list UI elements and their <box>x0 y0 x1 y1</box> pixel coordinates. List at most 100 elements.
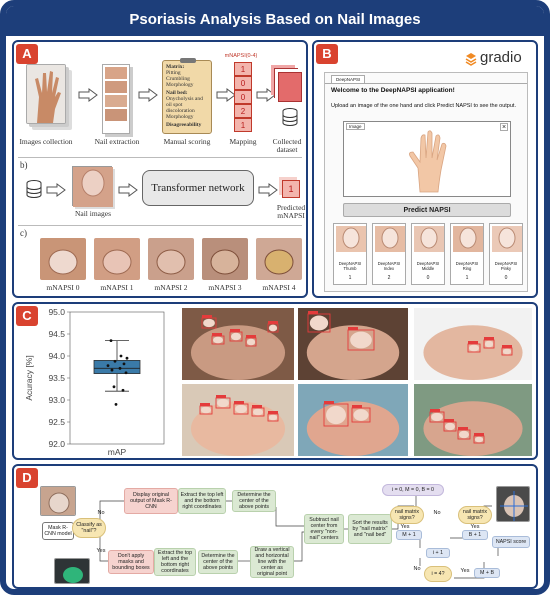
step-collected-dataset: Collected dataset <box>272 137 302 154</box>
determine-center-box-2: Determine the center of the above points <box>198 550 238 574</box>
nail-crosshair-photo <box>496 486 530 522</box>
i-check-decision: i = 4? <box>424 566 452 582</box>
finger-results: DeepNAPSI Thumb 1 DeepNAPSI Index 2 DeepNAPS… <box>331 223 523 287</box>
extract-coordinates-box-2: Extract the top left and the bottom righ… <box>154 548 196 576</box>
y-tick-label: 93.5 <box>48 373 65 383</box>
matrix-title: Matrix: <box>166 64 185 70</box>
close-icon[interactable]: × <box>500 123 508 131</box>
classify-yes-label: Yes <box>96 548 106 554</box>
y-tick-label: 94.5 <box>48 329 65 339</box>
finger-photo <box>336 226 366 252</box>
y-axis-label: Acuracy [%] <box>24 355 34 400</box>
i-check-yes-label: Yes <box>460 568 470 574</box>
matrix-item: Morphology <box>166 82 194 88</box>
data-point <box>122 362 126 366</box>
display-output-box: Display original output of Mask R-CNN <box>124 488 178 514</box>
dont-apply-box: Don't apply masks and bounding boxes <box>108 550 154 574</box>
step-images-collection: Images collection <box>19 137 73 146</box>
b-increment-box: B + 1 <box>462 530 488 540</box>
nail-input-photo <box>40 486 76 516</box>
napsi-cell: 1 <box>234 118 252 132</box>
mask-rcnn-box: Mask R-CNN model <box>42 522 74 540</box>
nail-sample-2 <box>148 238 194 280</box>
matrix-no-label: No <box>433 510 441 516</box>
m-increment-box: M + 1 <box>396 530 422 540</box>
step-mapping: Mapping <box>229 137 257 146</box>
hand-photo <box>27 65 65 123</box>
hand-illustration <box>409 130 447 193</box>
finger-score: 0 <box>426 275 430 281</box>
nail-image-stack <box>72 166 113 207</box>
finger-photo <box>492 226 522 252</box>
mnapsi-label-3: mNAPSI 3 <box>208 283 242 292</box>
data-point <box>112 385 116 389</box>
determine-center-box-1: Determine the center of the above points <box>232 490 276 512</box>
nailbed-title: Nail bed: <box>166 90 188 96</box>
extract-coordinates-box-1: Extract the top left and the bottom righ… <box>178 488 226 514</box>
nail-mask-photo <box>54 558 90 584</box>
predict-napsi-button[interactable]: Predict NAPSI <box>343 203 511 217</box>
panel-d-badge: D <box>16 468 38 488</box>
subtract-center-box: Subtract nail center from every "non-nai… <box>304 514 344 544</box>
mapping-column: 1 0 0 2 1 <box>234 62 252 132</box>
napsi-cell: 0 <box>234 90 252 104</box>
i-increment-box: i + 1 <box>426 548 450 558</box>
tab-deepnapsi[interactable]: DeepNAPSI <box>331 75 366 83</box>
database-icon <box>282 108 298 126</box>
detection-photo <box>414 384 532 456</box>
finger-score: 0 <box>504 275 508 281</box>
step-nail-extraction: Nail extraction <box>94 137 140 146</box>
classify-nail-decision: Classify as "nail"? <box>72 518 106 538</box>
image-label: Image <box>346 123 365 130</box>
nail-sample-0 <box>40 238 86 280</box>
arrow-icon <box>46 183 66 197</box>
detection-photo <box>182 384 294 456</box>
detection-photo <box>298 308 408 380</box>
finger-name: DeepNAPSI Thumb <box>338 261 362 271</box>
mnapsi-label-0: mNAPSI 0 <box>46 283 80 292</box>
finger-name: DeepNAPSI Index <box>377 261 401 271</box>
arrow-icon <box>256 88 276 102</box>
arrow-icon <box>216 88 236 102</box>
figure-title: Psoriasis Analysis Based on Nail Images <box>6 6 544 36</box>
data-point <box>113 359 117 363</box>
nail-extraction-stack <box>102 64 130 134</box>
nail-images-label: Nail images <box>74 209 112 218</box>
finger-score: 2 <box>387 275 391 281</box>
napsi-header: mNAPSI(0-4) <box>224 53 258 59</box>
predicted-napsi-label: Predicted mNAPSI <box>276 203 306 220</box>
database-icon <box>26 180 42 198</box>
data-point <box>118 366 122 370</box>
panel-a-badge: A <box>16 44 38 64</box>
y-tick-label: 95.0 <box>48 307 65 317</box>
m-plus-b-box: M + B <box>474 568 500 578</box>
sort-results-box: Sort the results by "nail matrix" and "n… <box>348 514 392 544</box>
arrow-icon <box>118 183 138 197</box>
y-tick-label: 92.0 <box>48 439 65 449</box>
image-upload-area[interactable]: Image × <box>343 121 511 197</box>
panel-a: A Images collection Nail extraction Matr… <box>12 40 308 298</box>
finger-name: DeepNAPSI Middle <box>416 261 440 271</box>
matrix-item: Crumbling <box>166 76 190 82</box>
matrix-item: Pitting <box>166 70 181 76</box>
data-point <box>119 354 123 358</box>
mnapsi-label-2: mNAPSI 2 <box>154 283 188 292</box>
data-point <box>121 388 125 392</box>
finger-photo <box>375 226 405 252</box>
classify-no-label: No <box>97 510 105 516</box>
hand-photo-stack <box>26 64 66 124</box>
nail-sample-4 <box>256 238 302 280</box>
sub-c-label: c) <box>20 228 27 238</box>
mnapsi-label-4: mNAPSI 4 <box>262 283 296 292</box>
mnapsi-label-1: mNAPSI 1 <box>100 283 134 292</box>
finger-photo <box>453 226 483 252</box>
matrix-yes-label-2: Yes <box>470 524 480 530</box>
transformer-network-box: Transformer network <box>142 170 254 206</box>
iqr-box <box>93 360 141 375</box>
finger-score: 1 <box>465 275 469 281</box>
matrix-yes-label-1: Yes <box>400 524 410 530</box>
arrow-icon <box>138 88 158 102</box>
